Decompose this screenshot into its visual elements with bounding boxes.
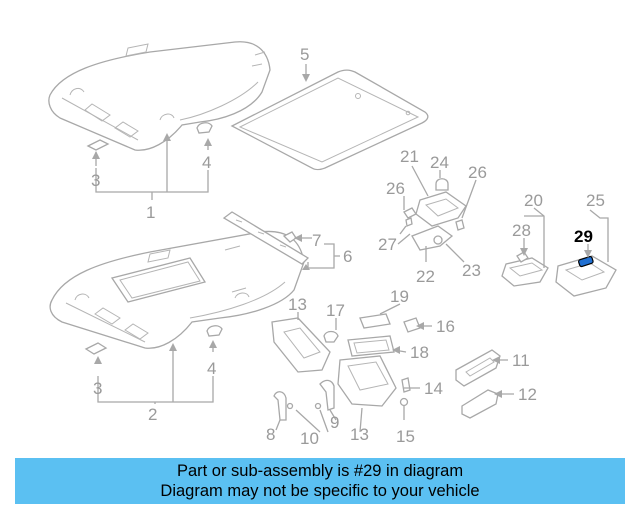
- callout-2: 2: [148, 405, 157, 424]
- callout-29: 29: [574, 227, 593, 246]
- clip-part-14: [401, 377, 411, 393]
- switch-part-16: [403, 317, 421, 333]
- callout-7: 7: [312, 231, 321, 250]
- map-light-part-20: [501, 251, 549, 287]
- parts-diagram: 1 3 4 5 2 3 4 6 7 21 24 26 26 27 22 23 2…: [48, 41, 617, 448]
- screw-part-10: [286, 402, 322, 410]
- callout-numbers: 1 3 4 5 2 3 4 6 7 21 24 26 26 27 22 23 2…: [91, 45, 605, 448]
- callout-13-lower: 13: [350, 425, 369, 444]
- banner-line-2: Diagram may not be specific to your vehi…: [160, 482, 480, 500]
- callout-4-lower: 4: [207, 359, 216, 378]
- callout-20: 20: [524, 191, 543, 210]
- callout-19: 19: [390, 287, 409, 306]
- callout-28: 28: [512, 221, 531, 240]
- headliner-upper: [48, 41, 271, 151]
- callout-5: 5: [300, 45, 309, 64]
- trim-strip-part-6: [222, 211, 310, 265]
- callout-10: 10: [300, 429, 319, 448]
- callout-27: 27: [378, 235, 397, 254]
- visor-clip-part-3-lower: [84, 342, 108, 355]
- callout-6: 6: [343, 247, 352, 266]
- callout-11: 11: [512, 351, 530, 370]
- visor-clip-part-3-upper: [86, 139, 110, 151]
- callout-1: 1: [146, 203, 155, 222]
- callout-16: 16: [436, 317, 455, 336]
- callout-26-right: 26: [468, 163, 487, 182]
- sun-visor-part-13-lower: [337, 355, 397, 407]
- callout-17: 17: [326, 301, 345, 320]
- callout-3-lower: 3: [93, 379, 102, 398]
- callout-21: 21: [400, 147, 419, 166]
- cover-part-19: [359, 313, 391, 329]
- banner-line-1: Part or sub-assembly is #29 in diagram: [176, 462, 464, 480]
- headliner-lower: [49, 230, 305, 349]
- callout-13-upper: 13: [288, 295, 307, 314]
- callout-12: 12: [518, 385, 537, 404]
- callout-8: 8: [266, 425, 275, 444]
- clip-part-4-upper: [196, 122, 213, 134]
- callout-14: 14: [424, 379, 443, 398]
- callout-26-left: 26: [386, 179, 405, 198]
- mirror-part-18: [347, 335, 395, 357]
- bracket-part-12: [461, 389, 499, 419]
- callout-24: 24: [430, 153, 449, 172]
- grab-handle-part-8: [273, 391, 287, 421]
- sun-visor-part-13-upper: [271, 317, 331, 373]
- clip-part-4-lower: [206, 325, 223, 337]
- bracket-part-11: [455, 349, 501, 387]
- callout-22: 22: [416, 267, 435, 286]
- callout-23: 23: [462, 261, 481, 280]
- callout-25: 25: [586, 191, 605, 210]
- callout-15: 15: [396, 427, 415, 446]
- leader-arrowheads: [92, 74, 592, 398]
- callout-3-upper: 3: [91, 171, 100, 190]
- screw-part-15: [399, 397, 409, 407]
- callout-9: 9: [330, 413, 339, 432]
- grab-handle-part-9: [319, 379, 335, 411]
- roof-panel-part-5: [230, 69, 429, 171]
- callout-18: 18: [410, 343, 429, 362]
- info-banner: Part or sub-assembly is #29 in diagram D…: [15, 458, 625, 504]
- console-part-25: [555, 255, 617, 297]
- visor-clip-part-17: [323, 330, 339, 343]
- dome-light-assembly: [403, 178, 467, 251]
- bulb-part-29-highlight: [578, 255, 594, 268]
- callout-4-upper: 4: [202, 153, 211, 172]
